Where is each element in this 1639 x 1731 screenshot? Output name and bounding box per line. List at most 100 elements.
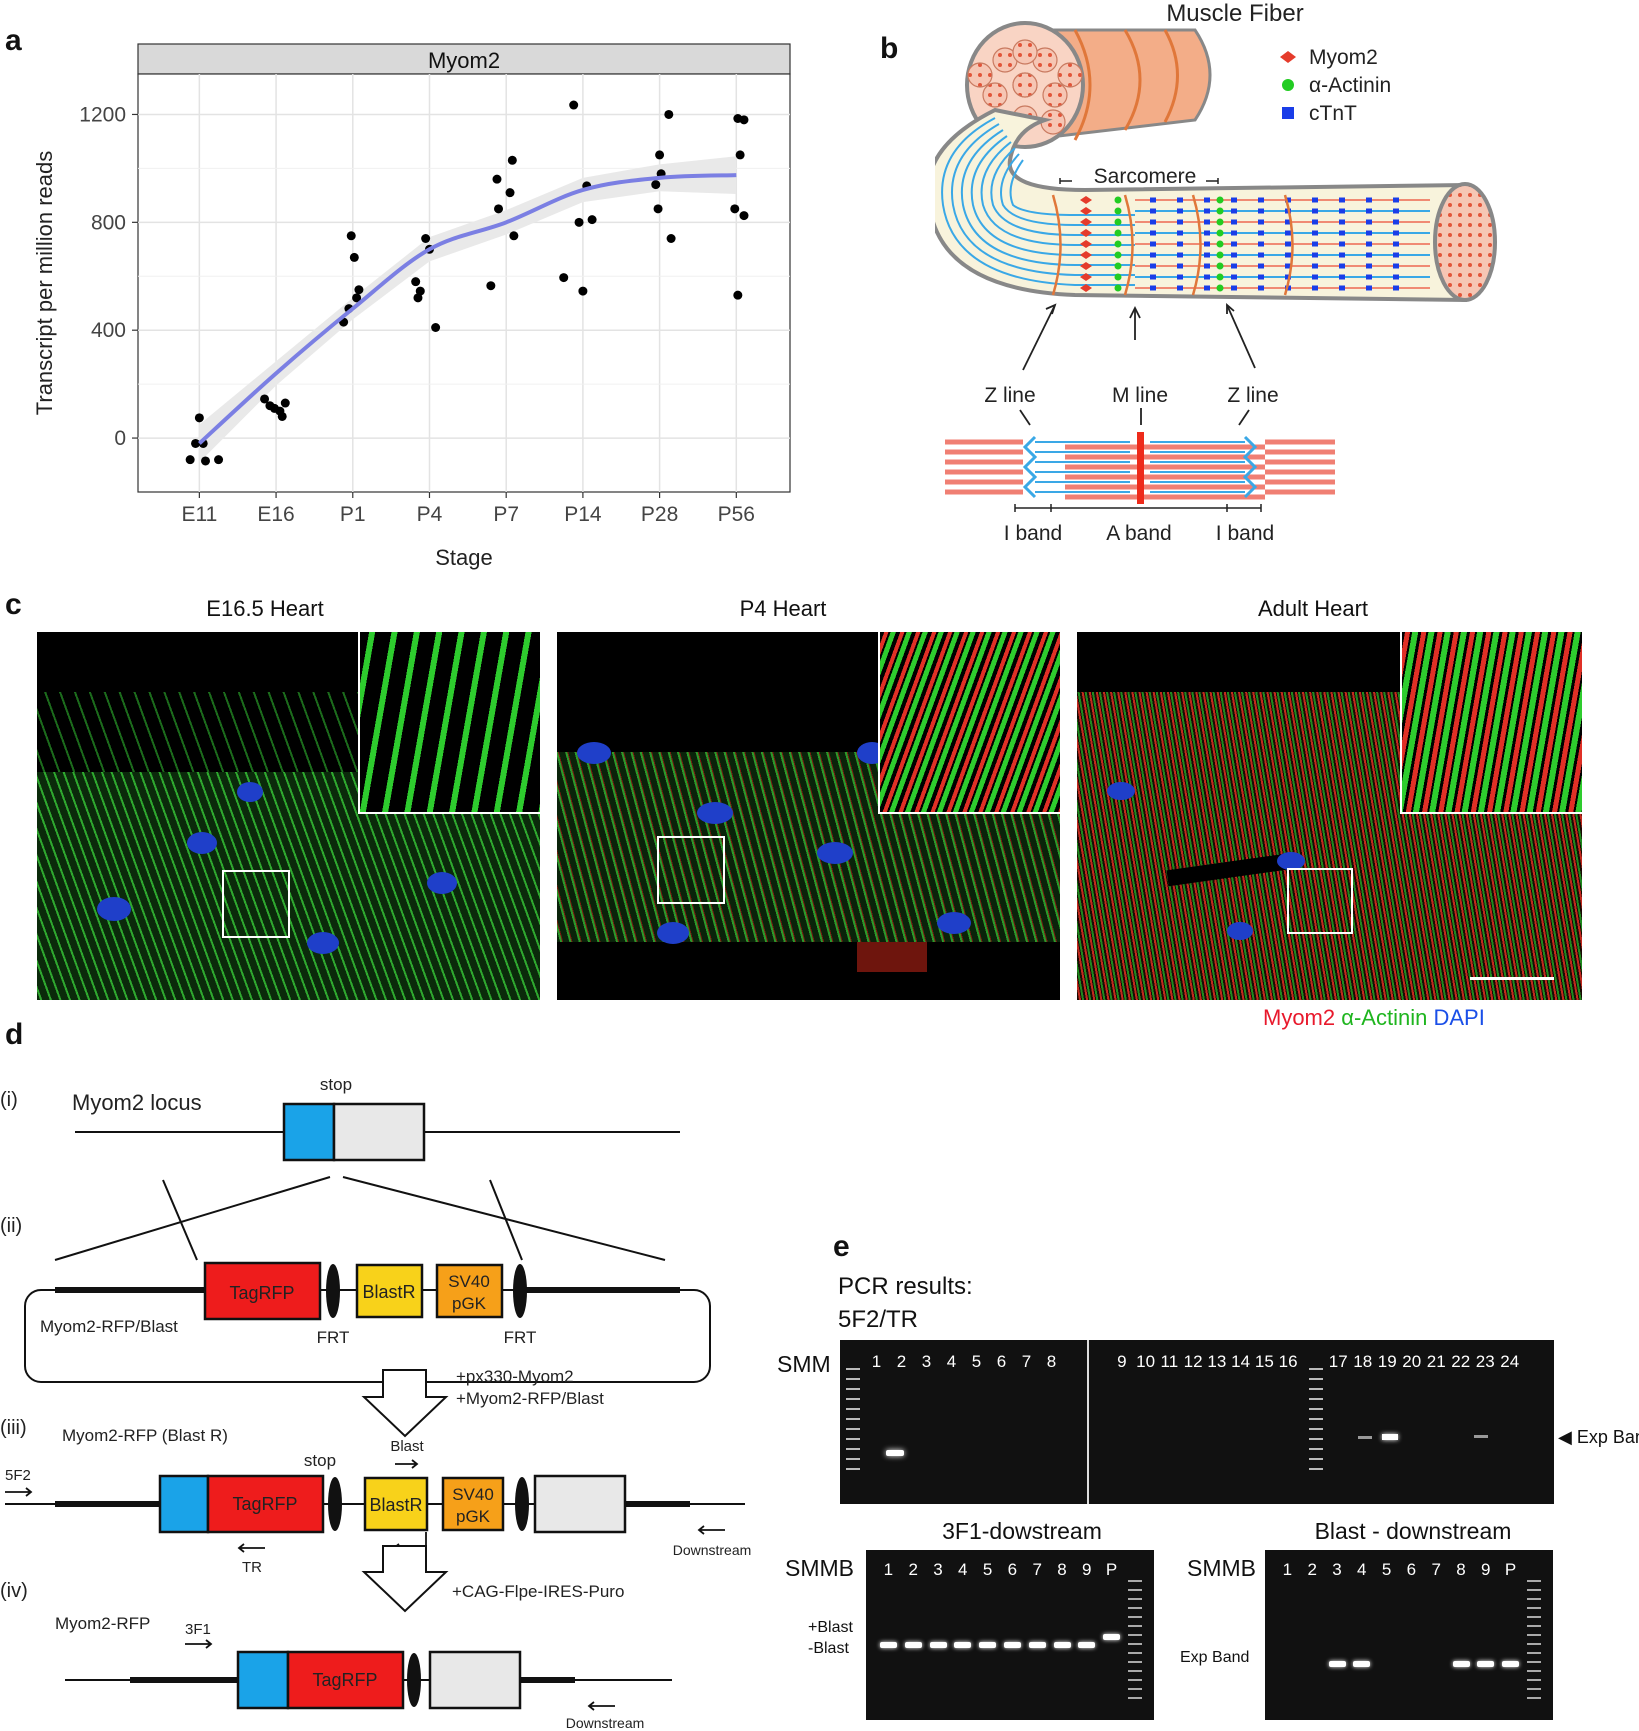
myom2-mark-8 bbox=[1080, 284, 1092, 292]
legend-circle bbox=[1282, 79, 1294, 91]
sv40-ii: SV40 bbox=[448, 1272, 490, 1291]
lane-label: 9 bbox=[1481, 1560, 1491, 1579]
lane-label: 4 bbox=[1357, 1560, 1367, 1579]
lane-label: 6 bbox=[996, 1352, 1007, 1371]
sv40-iii: SV40 bbox=[452, 1485, 494, 1504]
ctnt-mark-4-9 bbox=[1393, 241, 1399, 247]
blastr-iii: BlastR bbox=[369, 1495, 422, 1515]
band-3f1 bbox=[1103, 1634, 1121, 1640]
frt-left: FRT bbox=[317, 1328, 350, 1347]
band-blast bbox=[1452, 1661, 1470, 1667]
ctnt-mark-4-6 bbox=[1312, 241, 1318, 247]
data-point-32 bbox=[574, 217, 584, 227]
ctnt-mark-5-0 bbox=[1150, 252, 1156, 258]
myofibril-end bbox=[1433, 182, 1497, 302]
ctnt-mark-2-1 bbox=[1177, 219, 1183, 225]
ctnt-mark-8-0 bbox=[1150, 285, 1156, 291]
data-point-31 bbox=[569, 100, 579, 110]
x-tick-P4: P4 bbox=[417, 503, 443, 526]
actinin-a-6 bbox=[1114, 262, 1122, 270]
panel-label-b: b bbox=[880, 32, 899, 65]
lane-label: 1 bbox=[1282, 1560, 1293, 1579]
lane-label: 14 bbox=[1231, 1352, 1251, 1371]
ctnt-mark-6-9 bbox=[1393, 263, 1399, 269]
sarcomere-label: Sarcomere bbox=[1094, 165, 1197, 188]
legend-label-0: Myom2 bbox=[1309, 46, 1378, 69]
data-point-10 bbox=[277, 411, 287, 421]
lane-label: P bbox=[1504, 1560, 1517, 1579]
y-axis-label: Transcript per million reads bbox=[32, 151, 57, 416]
frt-right: FRT bbox=[504, 1328, 537, 1347]
ctnt-mark-1-1 bbox=[1177, 208, 1183, 214]
data-point-37 bbox=[655, 150, 665, 160]
lane-label: 1 bbox=[871, 1352, 882, 1371]
lane-label: 1 bbox=[883, 1560, 894, 1579]
ctnt-mark-7-1 bbox=[1177, 274, 1183, 280]
blast-primer-label: Blast bbox=[390, 1438, 424, 1455]
ctnt-mark-2-4 bbox=[1258, 219, 1264, 225]
legend-myom2: Myom2 bbox=[1263, 1005, 1336, 1030]
ctnt-mark-0-8 bbox=[1366, 197, 1372, 203]
i-band-left: I band bbox=[1004, 522, 1062, 545]
step-iv: (iv) bbox=[0, 1580, 28, 1602]
micrograph-title-e16: E16.5 Heart bbox=[206, 596, 324, 621]
lane-label: 11 bbox=[1160, 1352, 1179, 1371]
data-point-24 bbox=[486, 281, 496, 291]
data-point-27 bbox=[507, 155, 517, 165]
data-point-16 bbox=[352, 293, 362, 303]
actinin-b-3 bbox=[1216, 229, 1224, 237]
bundle-fibril-10 bbox=[1057, 62, 1083, 88]
data-point-36 bbox=[651, 180, 661, 190]
band-blast bbox=[1502, 1661, 1520, 1667]
primer-downstream-iii: Downstream bbox=[673, 1542, 752, 1558]
lane-label: 9 bbox=[1082, 1560, 1092, 1579]
band-3f1 bbox=[880, 1642, 897, 1648]
sarcomere-boundary-3 bbox=[1283, 194, 1294, 296]
data-point-45 bbox=[730, 204, 740, 214]
ctnt-mark-6-5 bbox=[1285, 263, 1291, 269]
lane-label: 22 bbox=[1451, 1352, 1471, 1371]
x-tick-P7: P7 bbox=[493, 503, 519, 526]
i-band-right: I band bbox=[1216, 522, 1274, 545]
ctnt-mark-0-4 bbox=[1258, 197, 1264, 203]
actinin-a-8 bbox=[1114, 284, 1122, 292]
legend-label-2: cTnT bbox=[1309, 102, 1357, 125]
band-3f1 bbox=[1004, 1642, 1021, 1648]
ctnt-mark-7-2 bbox=[1204, 274, 1210, 280]
ctnt-mark-1-0 bbox=[1150, 208, 1156, 214]
ctnt-mark-2-3 bbox=[1231, 219, 1237, 225]
x-tick-P56: P56 bbox=[718, 503, 755, 526]
ctnt-mark-6-7 bbox=[1339, 263, 1345, 269]
lane-label: 7 bbox=[1021, 1352, 1032, 1371]
micrograph-legend: Myom2 α-Actinin DAPI bbox=[1263, 1005, 1485, 1031]
primer-downstream-iv: Downstream bbox=[566, 1715, 645, 1731]
ctnt-mark-4-3 bbox=[1231, 241, 1237, 247]
rfp-blast-label: Myom2-RFP (Blast R) bbox=[62, 1426, 228, 1445]
myom2-mark-3 bbox=[1080, 229, 1092, 237]
lane-label: 5 bbox=[971, 1352, 982, 1371]
a-band: A band bbox=[1106, 522, 1171, 545]
ctnt-mark-7-9 bbox=[1393, 274, 1399, 280]
lane-label: 4 bbox=[946, 1352, 957, 1371]
ctnt-mark-0-2 bbox=[1204, 197, 1210, 203]
smmb-label-2: SMMB bbox=[1187, 1555, 1256, 1581]
additive-flpe: +CAG-Flpe-IRES-Puro bbox=[452, 1582, 624, 1601]
data-point-23 bbox=[431, 322, 441, 332]
ctnt-mark-3-0 bbox=[1150, 230, 1156, 236]
actinin-b-2 bbox=[1216, 218, 1224, 226]
lane-label: 15 bbox=[1254, 1352, 1274, 1371]
data-point-29 bbox=[509, 231, 519, 241]
ctnt-mark-7-4 bbox=[1258, 274, 1264, 280]
ctnt-mark-4-5 bbox=[1285, 241, 1291, 247]
y-tick-1200: 1200 bbox=[79, 103, 126, 126]
blastr-ii: BlastR bbox=[362, 1282, 415, 1302]
sarcomere-boundary-1 bbox=[1123, 194, 1134, 296]
actinin-a-7 bbox=[1114, 273, 1122, 281]
data-point-17 bbox=[354, 285, 364, 295]
pcr-primers: 5F2/TR bbox=[838, 1306, 919, 1333]
panel-label-e: e bbox=[833, 1230, 850, 1263]
band-3f1 bbox=[929, 1642, 947, 1648]
ctnt-mark-2-7 bbox=[1339, 219, 1345, 225]
